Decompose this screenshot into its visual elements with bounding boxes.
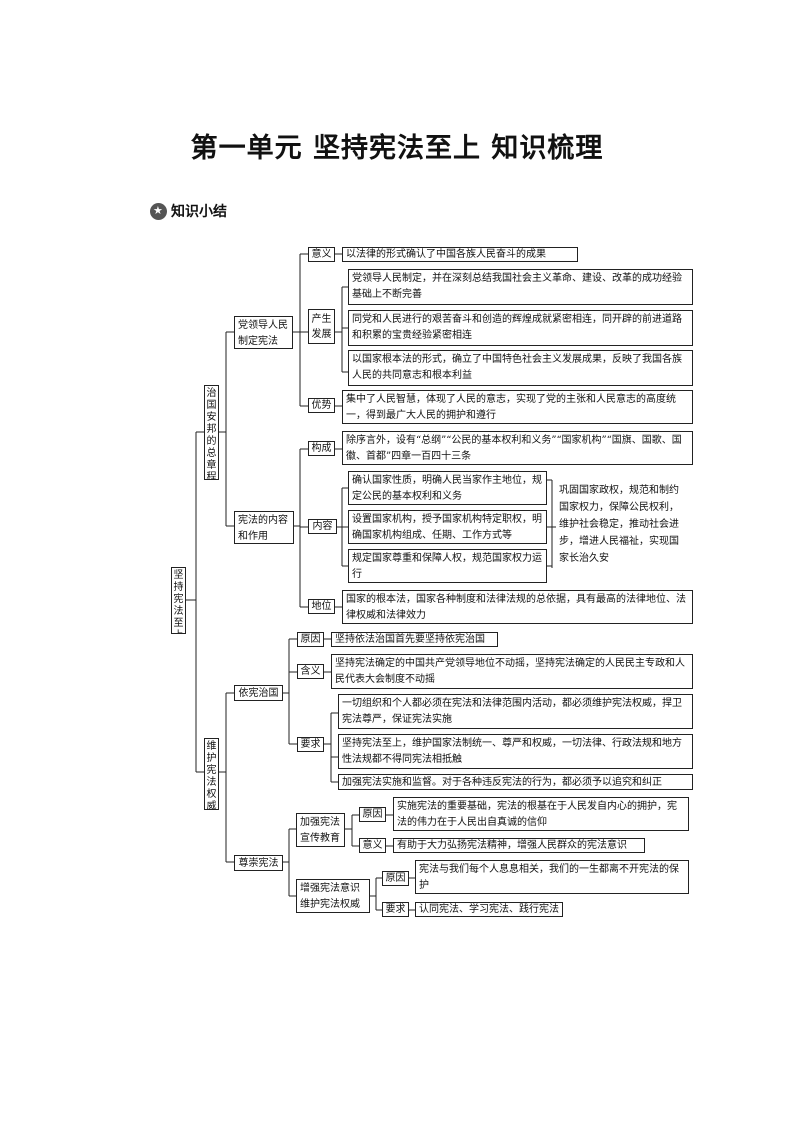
yaoqiu-item-1: 一切组织和个人都必须在宪法和法律范围内活动，都必须维护宪法权威，捍卫宪法尊严，保… bbox=[338, 694, 693, 729]
label-yiyi: 意义 bbox=[308, 247, 335, 262]
label-diwei: 地位 bbox=[308, 599, 335, 614]
neirong-item-1: 确认国家性质，明确人民当家作主地位，规定公民的基本权利和义务 bbox=[348, 471, 547, 505]
text-yiyi: 以法律的形式确认了中国各族人民奋斗的成果 bbox=[342, 247, 578, 262]
text-yuanyin-d2: 宪法与我们每个人息息相关，我们的一生都离不开宪法的保护 bbox=[415, 860, 689, 894]
label-chansheng-fazhan: 产生发展 bbox=[308, 309, 335, 344]
label-yuanyin-d1: 原因 bbox=[359, 807, 386, 822]
branch-node-maintain-authority: 维护宪法权威 bbox=[204, 738, 219, 810]
node-constitution-content: 宪法的内容和作用 bbox=[234, 511, 294, 544]
chansheng-item-1: 党领导人民制定，并在深刻总结我国社会主义革命、建设、改革的成功经验基础上不断完善 bbox=[348, 269, 693, 305]
node-respect-constitution: 尊崇宪法 bbox=[234, 855, 283, 871]
text-yuanyin-d1: 实施宪法的重要基础，宪法的根基在于人民发自内心的拥护，宪法的伟力在于人民出自真诚… bbox=[393, 797, 689, 831]
label-hanyi: 含义 bbox=[297, 664, 324, 679]
label-yaoqiu-c3: 要求 bbox=[297, 737, 324, 752]
branch-node-constitution-charter: 治国安邦的总章程 bbox=[204, 385, 219, 480]
text-goucheng: 除序言外，设有“总纲”“公民的基本权利和义务”“国家机构”“国旗、国歌、国徽、首… bbox=[342, 431, 693, 465]
text-diwei: 国家的根本法，国家各种制度和法律法规的总依据，具有最高的法律地位、法律权威和法律… bbox=[342, 590, 693, 624]
node-rule-by-constitution: 依宪治国 bbox=[234, 685, 283, 701]
neirong-item-3: 规定国家尊重和保障人权，规范国家权力运行 bbox=[348, 549, 547, 583]
text-youshi: 集中了人民智慧，体现了人民的意志，实现了党的主张和人民意志的高度统一，得到最广大… bbox=[342, 390, 693, 424]
label-yuanyin-c3: 原因 bbox=[297, 632, 324, 647]
section-label: 知识小结 bbox=[171, 204, 227, 220]
label-goucheng: 构成 bbox=[308, 441, 335, 456]
page-title: 第一单元 坚持宪法至上 知识梳理 bbox=[190, 133, 604, 164]
root-node: 坚持宪法至上 bbox=[171, 567, 186, 634]
text-yaoqiu-d2: 认同宪法、学习宪法、践行宪法 bbox=[415, 902, 563, 917]
star-circle-icon bbox=[150, 202, 167, 220]
label-yuanyin-d2: 原因 bbox=[382, 871, 409, 886]
neirong-item-2: 设置国家机构，授予国家机构特定职权，明确国家机构组成、任期、工作方式等 bbox=[348, 510, 547, 544]
chansheng-item-2: 同党和人民进行的艰苦奋斗和创造的辉煌成就紧密相连，同开辟的前进道路和积累的宝贵经… bbox=[348, 310, 693, 346]
label-yiyi-d1: 意义 bbox=[359, 838, 386, 853]
text-yiyi-d1: 有助于大力弘扬宪法精神，增强人民群众的宪法意识 bbox=[393, 838, 645, 853]
section-heading: 知识小结 bbox=[150, 201, 227, 221]
label-neirong: 内容 bbox=[308, 519, 337, 534]
label-youshi: 优势 bbox=[308, 398, 335, 413]
node-constitution-awareness: 增强宪法意识维护宪法权威 bbox=[296, 879, 370, 913]
label-yaoqiu-d2: 要求 bbox=[382, 902, 409, 917]
node-constitution-education: 加强宪法宣传教育 bbox=[296, 813, 345, 847]
neirong-effect: 巩固国家政权，规范和制约国家权力，保障公民权利，维护社会稳定，推动社会进步，增进… bbox=[556, 481, 689, 570]
yaoqiu-item-3: 加强宪法实施和监督。对于各种违反宪法的行为，都必须予以追究和纠正 bbox=[338, 774, 693, 790]
text-yuanyin-c3: 坚持依法治国首先要坚持依宪治国 bbox=[331, 632, 498, 647]
text-hanyi: 坚持宪法确定的中国共产党领导地位不动摇，坚持宪法确定的人民民主专政和人民代表大会… bbox=[331, 654, 693, 689]
chansheng-item-3: 以国家根本法的形式，确立了中国特色社会主义发展成果，反映了我国各族人民的共同意志… bbox=[348, 350, 693, 386]
yaoqiu-item-2: 坚持宪法至上，维护国家法制统一、尊严和权威，一切法律、行政法规和地方性法规都不得… bbox=[338, 734, 693, 769]
node-party-leads-making-constitution: 党领导人民制定宪法 bbox=[234, 316, 293, 349]
